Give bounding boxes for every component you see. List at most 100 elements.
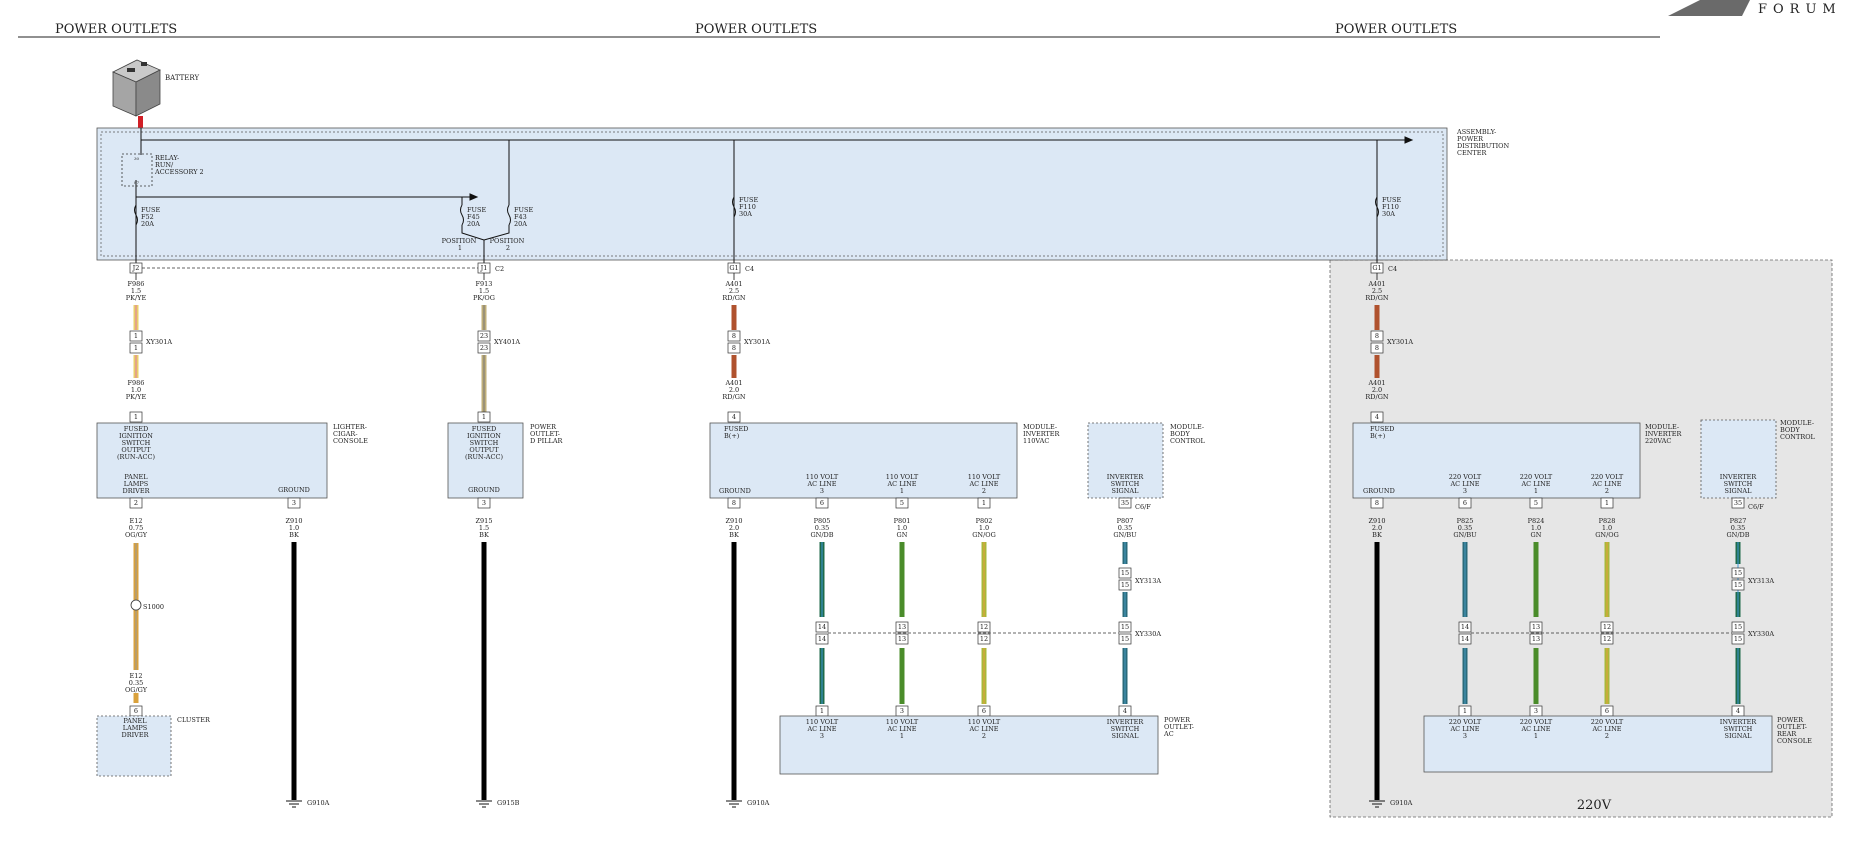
svg-text:4: 4 — [1736, 707, 1740, 715]
svg-text:15: 15 — [1734, 623, 1742, 631]
outlet-rear-box — [1423, 715, 1773, 773]
svg-text:8: 8 — [1375, 344, 1379, 352]
bcm-2-box — [1700, 419, 1777, 499]
ground-g910a-2: G910A — [747, 799, 770, 807]
battery-icon — [112, 59, 161, 128]
svg-text:35: 35 — [1121, 499, 1129, 507]
inverter-220-box — [1352, 422, 1641, 499]
svg-text:2: 2 — [134, 499, 138, 507]
svg-text:1: 1 — [1605, 499, 1609, 507]
svg-text:4: 4 — [732, 413, 736, 421]
svg-text:1: 1 — [982, 499, 986, 507]
relay-box — [121, 153, 153, 187]
pdc-conn-c2: C2 — [495, 265, 504, 273]
svg-text:14: 14 — [1461, 635, 1469, 643]
conn-xy401a: XY401A — [494, 338, 520, 346]
svg-text:3: 3 — [482, 499, 486, 507]
conn-xy301a-1: XY301A — [146, 338, 172, 346]
splice-s1000-label: S1000 — [143, 603, 164, 611]
lighter-module-name: LIGHTER-CIGAR-CONSOLE — [333, 423, 368, 445]
svg-text:J2: J2 — [132, 264, 140, 272]
svg-text:12: 12 — [1603, 623, 1611, 631]
cluster-name: CLUSTER — [177, 716, 211, 724]
svg-text:8: 8 — [732, 344, 736, 352]
inverter-110-ground: GROUND — [719, 487, 751, 495]
svg-text:G1: G1 — [1372, 264, 1381, 272]
svg-text:3: 3 — [1534, 707, 1538, 715]
pdc-pin-j1: J1 — [477, 262, 491, 274]
svg-text:8: 8 — [732, 332, 736, 340]
svg-text:1: 1 — [1463, 707, 1467, 715]
conn-xy301a-2: XY301A — [744, 338, 770, 346]
connector-xy330a-blocks — [815, 621, 1745, 645]
battery-label: BATTERY — [165, 74, 199, 82]
svg-text:35: 35 — [1734, 499, 1742, 507]
ground-g915b: G915B — [497, 799, 520, 807]
cluster-box — [96, 715, 172, 777]
pdc-pin-g1-b: G1 — [1370, 262, 1384, 274]
svg-text:8: 8 — [732, 499, 736, 507]
svg-text:13: 13 — [1532, 623, 1540, 631]
fuse-symbols — [134, 196, 1379, 226]
svg-text:1: 1 — [134, 344, 138, 352]
lighter-ground-label: GROUND — [278, 486, 310, 494]
svg-text:3: 3 — [292, 499, 296, 507]
svg-text:1: 1 — [134, 332, 138, 340]
pdc-inner-border — [100, 131, 1444, 257]
svg-text:G1: G1 — [729, 264, 738, 272]
position-2-label: POSITION 2 — [490, 237, 527, 252]
splice-s1000 — [130, 599, 142, 611]
svg-text:4: 4 — [1375, 413, 1379, 421]
outlet-pillar-ground: GROUND — [468, 486, 500, 494]
pdc-pin-g1-a: G1 — [727, 262, 741, 274]
logo-text: FORUM — [1758, 2, 1842, 17]
outlet-pillar-box — [447, 422, 524, 499]
svg-text:15: 15 — [1121, 635, 1129, 643]
svg-text:8: 8 — [1375, 499, 1379, 507]
svg-text:6: 6 — [982, 707, 986, 715]
svg-text:1: 1 — [134, 413, 138, 421]
svg-text:23: 23 — [480, 332, 488, 340]
pdc-label: ASSEMBLY- POWER DISTRIBUTION CENTER — [1456, 128, 1511, 157]
inverter-220-ground: GROUND — [1363, 487, 1395, 495]
conn-xy313a-1: XY313A — [1135, 577, 1161, 585]
fuse-f52-label: FUSE F52 20A — [141, 206, 162, 228]
ground-g910a-3: G910A — [1390, 799, 1413, 807]
connector-xy313a-blocks — [1118, 567, 1745, 591]
fuse-f110-label-2: FUSE F110 30A — [1382, 196, 1403, 218]
svg-text:13: 13 — [898, 623, 906, 631]
pdc-conn-c4-a: C4 — [745, 265, 754, 273]
pdc-pin-j2: J2 — [129, 262, 143, 274]
outlet-ac-box — [779, 715, 1159, 775]
conn-c6f-2: C6/F — [1748, 503, 1764, 511]
